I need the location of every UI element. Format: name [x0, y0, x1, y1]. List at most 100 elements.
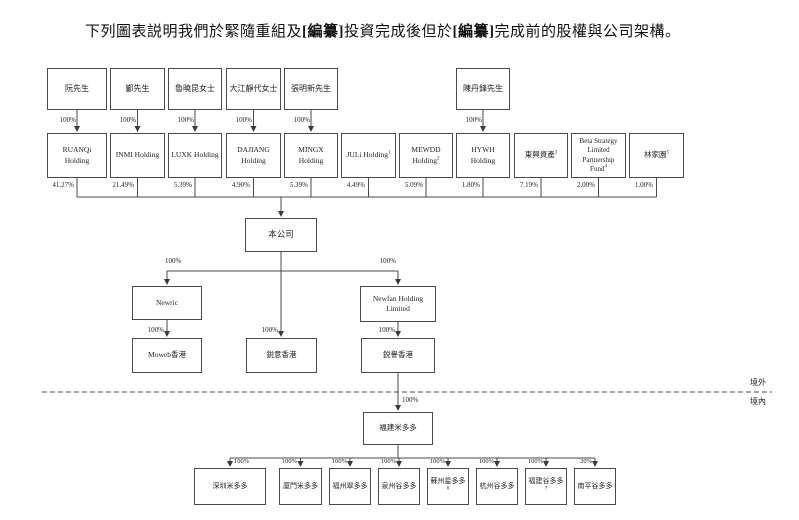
pct-label: 100% — [378, 326, 395, 334]
pct-label: 100% — [234, 458, 250, 465]
pct-label: 20% — [580, 458, 592, 465]
title-text: 完成前的股權與公司架構。 — [494, 24, 681, 40]
pct-label: 41.27% — [52, 181, 74, 189]
node-label: JULi Holding1 — [346, 150, 391, 160]
node-newric: Newric — [132, 286, 202, 320]
node-label: 大江靜代女士 — [229, 83, 278, 93]
node-luxk-holding: LUXK Holding — [168, 133, 222, 178]
node-label: 深圳米多多 — [212, 481, 248, 490]
pct-label: 1.00% — [634, 181, 653, 189]
node-label: 阮先生 — [65, 83, 89, 93]
pct-label: 100% — [293, 116, 310, 124]
node-mr-ruan: 阮先生 — [47, 68, 107, 110]
node-mr-chen-danfeng: 陳丹鋒先生 — [456, 68, 510, 110]
title-text: 投資完成後但於 — [344, 24, 453, 40]
node-mr-yin: 鄞先生 — [110, 68, 165, 110]
node-label: MEWDD Holding2 — [411, 145, 441, 165]
pct-label: 100% — [429, 458, 445, 465]
node-label: 東興資產3 — [524, 150, 558, 160]
title-redacted-tag: [編纂] — [452, 24, 495, 40]
node-fujian-miduoduo: 福建米多多 — [363, 412, 433, 445]
pct-label: 4.90% — [231, 181, 250, 189]
page-title: 下列圖表説明我們於緊隨重組及[編纂]投資完成後但於[編纂]完成前的股權與公司架構… — [85, 20, 791, 41]
node-ruiyu-hk: 鋭譽香港 — [361, 338, 435, 373]
pct-label: 100% — [119, 116, 136, 124]
node-suzhou-xingduoduo: 蘇州星多多6 — [427, 468, 469, 505]
node-ms-oe-shizuyo: 大江靜代女士 — [226, 68, 281, 110]
pct-label: 7.19% — [519, 181, 538, 189]
title-redacted-tag: [編纂] — [302, 24, 345, 40]
pct-label: 4.49% — [346, 181, 365, 189]
node-inmi-holding: INMI Holding — [110, 133, 165, 178]
node-mewdd-holding: MEWDD Holding2 — [399, 133, 453, 178]
node-quanzhou-guduoduo: 泉州谷多多 — [378, 468, 420, 505]
pct-label: 100% — [380, 458, 396, 465]
node-fuzhou-cuiduoduo: 福州翠多多 — [329, 468, 371, 505]
node-label: 廈門米多多 — [283, 481, 318, 490]
pct-label: 100% — [281, 458, 297, 465]
node-label: 杭州谷多多 — [479, 481, 515, 490]
node-mr-zhang-mingxin: 張明新先生 — [284, 68, 338, 110]
node-ruanqi-holding: RUANQi Holding — [47, 133, 107, 178]
node-label: LUXK Holding — [171, 150, 219, 160]
node-xiamen-miduoduo: 廈門米多多 — [279, 468, 322, 505]
pct-label: 100% — [527, 458, 543, 465]
node-shenzhen-miduoduo: 深圳米多多 — [194, 468, 266, 505]
node-the-company: 本公司 — [245, 218, 317, 252]
node-lin-jiayuan: 林家園5 — [629, 133, 684, 178]
node-label: RUANQi Holding — [62, 145, 92, 165]
node-label: HYWH Holding — [470, 145, 496, 165]
pct-label: 100% — [261, 326, 278, 334]
pct-label: 21.49% — [112, 181, 134, 189]
node-label: 林家園5 — [644, 150, 669, 160]
pct-label: 100% — [331, 458, 347, 465]
pct-label: 100% — [465, 116, 482, 124]
pct-label: 100% — [165, 257, 182, 265]
pct-label: 5.09% — [404, 181, 423, 189]
node-label: 魯曉昆女士 — [175, 83, 215, 93]
node-moweb-hk: Moweb香港 — [132, 338, 202, 373]
node-label: DAJIANG Holding — [237, 145, 270, 165]
pct-label: 100% — [177, 116, 194, 124]
node-label: Beta Strategy Limited Partnership Fund4 — [579, 136, 618, 173]
node-label: 張明新先生 — [291, 83, 331, 93]
node-hangzhou-guduoduo: 杭州谷多多 — [476, 468, 518, 505]
node-label: 福建米多多 — [379, 423, 417, 433]
node-label: 南平谷多多 — [577, 481, 613, 490]
node-label: MINGX Holding — [298, 145, 324, 165]
node-label: 鋭譽香港 — [383, 350, 413, 360]
node-nanping-guduoduo: 南平谷多多 — [574, 468, 616, 505]
node-label: 泉州谷多多 — [381, 481, 417, 490]
node-label: Newfan Holding Limited — [372, 293, 424, 313]
node-label: 本公司 — [268, 229, 294, 240]
node-beta-strategy-fund: Beta Strategy Limited Partnership Fund4 — [571, 133, 626, 178]
node-ms-lu-xiaokun: 魯曉昆女士 — [168, 68, 222, 110]
node-label: Newric — [155, 297, 179, 307]
pct-label: 100% — [379, 257, 396, 265]
pct-label: 5.39% — [173, 181, 192, 189]
node-label: INMI Holding — [115, 150, 160, 160]
node-label: 福建谷多多7 — [528, 477, 564, 492]
node-label: 陳丹鋒先生 — [463, 83, 503, 93]
node-label: 鋭意香港 — [266, 350, 297, 360]
node-dajiang-holding: DAJIANG Holding — [226, 133, 281, 178]
pct-label: 100% — [235, 116, 252, 124]
pct-label: 1.80% — [461, 181, 480, 189]
node-juli-holding: JULi Holding1 — [341, 133, 396, 178]
node-label: 福州翠多多 — [332, 481, 368, 490]
node-newfan-holding: Newfan Holding Limited — [360, 286, 436, 322]
node-label: Moweb香港 — [148, 350, 186, 360]
node-dongxing-asset: 東興資產3 — [514, 133, 568, 178]
pct-label: 100% — [478, 458, 494, 465]
node-label: 鄞先生 — [125, 83, 150, 93]
pct-label: 100% — [59, 116, 76, 124]
node-ruiyi-hk: 鋭意香港 — [246, 338, 317, 373]
onshore-label: 境內 — [750, 397, 766, 406]
title-text: 下列圖表説明我們於緊隨重組及 — [85, 24, 303, 40]
pct-label: 100% — [147, 326, 164, 334]
offshore-label: 境外 — [750, 378, 766, 387]
pct-label: 2.00% — [576, 181, 595, 189]
node-label: 蘇州星多多6 — [430, 477, 466, 492]
node-hywh-holding: HYWH Holding — [456, 133, 510, 178]
